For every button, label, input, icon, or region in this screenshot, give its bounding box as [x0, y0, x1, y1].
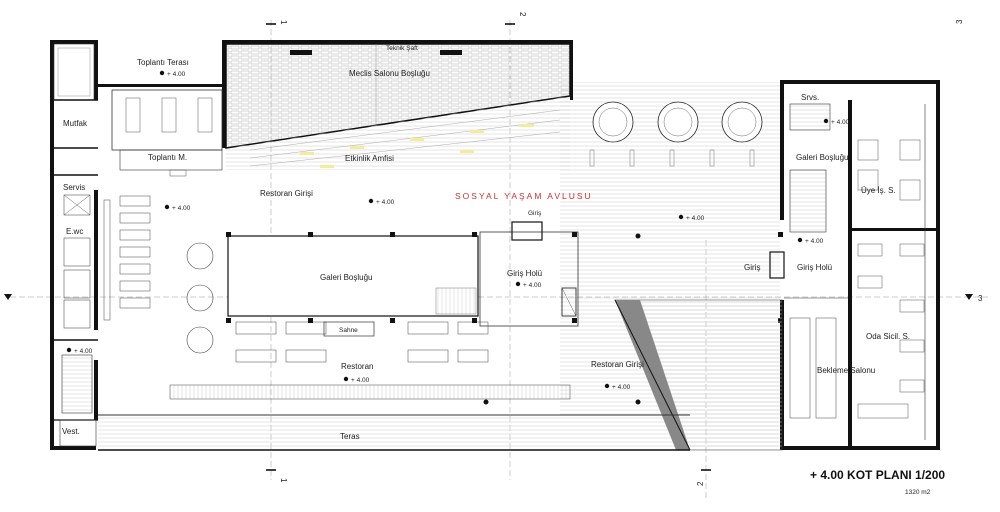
label-restoran-girisi: Restoran Girişi	[260, 189, 313, 198]
label-elev: + 4.00	[167, 71, 186, 78]
restaurant-tables-main	[169, 321, 571, 400]
section-marker-1-bottom: 1	[266, 469, 288, 483]
svg-text:3: 3	[955, 19, 964, 24]
label-vest: Vest.	[62, 427, 80, 436]
label-courtyard: SOSYAL YAŞAM AVLUSU	[455, 191, 593, 201]
label-elev: + 4.00	[686, 215, 705, 222]
label-srvs: Srvs.	[801, 93, 819, 102]
section-marker-3-right: 3	[965, 294, 983, 303]
restaurant-tables-left	[103, 195, 214, 354]
entrance-hall	[479, 221, 579, 327]
label-restoran-girisi-2: Restoran Girişi	[591, 360, 644, 369]
label-giris-holu: Giriş Holü	[507, 269, 542, 278]
label-mutfak: Mutfak	[63, 119, 88, 128]
section-marker-label: 1	[279, 20, 288, 25]
label-etkinlik: Etkinlik Amfisi	[345, 154, 394, 163]
meeting-room	[111, 89, 223, 177]
label-elev: + 4.00	[351, 377, 370, 384]
right-block-interior	[769, 103, 926, 440]
stair-ramp	[614, 299, 783, 451]
label-giris-small: Giriş	[528, 210, 542, 217]
label-bekleme: Bekleme Salonu	[817, 366, 875, 375]
label-ewc: E.wc	[66, 227, 83, 236]
label-elev: + 4.00	[376, 199, 395, 206]
section-marker-3-left	[4, 294, 12, 300]
section-marker-3-topright: 3	[955, 19, 964, 24]
section-marker-2-top: 2	[505, 12, 527, 25]
label-elev: + 4.00	[831, 119, 850, 126]
label-giris-holu-right: Giriş Holü	[797, 263, 832, 272]
section-marker-label: 3	[978, 294, 983, 303]
label-elev: + 4.00	[74, 348, 93, 355]
gallery-void	[227, 235, 479, 317]
label-giris: Giriş	[744, 263, 760, 272]
terrace-railing	[59, 414, 690, 451]
label-servis: Servis	[63, 183, 85, 192]
label-galeri: Galeri Boşluğu	[320, 273, 372, 282]
label-uye-is: Üye İş. S.	[861, 186, 896, 195]
plan-area: 1320 m2	[905, 489, 931, 496]
plan-title: + 4.00 KOT PLANI 1/200	[810, 468, 945, 482]
label-teknik: Teknik Şaft	[386, 45, 418, 52]
section-marker-label: 2	[696, 481, 705, 486]
label-galeri-right: Galeri Boşluğu	[796, 153, 848, 162]
label-oda-sicil: Oda Sicil. S.	[866, 332, 910, 341]
label-toplanti-terasi: Toplantı Terası	[137, 58, 189, 67]
section-marker-label: 1	[279, 478, 288, 483]
label-elev: + 4.00	[172, 205, 191, 212]
label-toplanti-m: Toplantı M.	[148, 153, 187, 162]
section-marker-2-bottom: 2	[696, 469, 711, 486]
label-meclis: Meclis Salonu Boşluğu	[349, 69, 430, 78]
label-restoran: Restoran	[341, 362, 373, 371]
section-marker-label: 2	[518, 12, 527, 17]
label-elev: + 4.00	[523, 282, 542, 289]
courtyard-trees	[589, 101, 763, 167]
title-block: + 4.00 KOT PLANI 1/200 1320 m2	[810, 468, 945, 496]
label-elev: + 4.00	[612, 384, 631, 391]
section-marker-1-top: 1	[266, 20, 288, 25]
amphitheater	[226, 96, 570, 170]
elevation-marks	[66, 70, 829, 389]
room-labels: Toplantı Terası + 4.00 Teknik Şaft Mecli…	[62, 45, 910, 441]
label-teras: Teras	[340, 432, 360, 441]
label-elev: + 4.00	[805, 238, 824, 245]
label-sahne: Sahne	[339, 327, 358, 334]
